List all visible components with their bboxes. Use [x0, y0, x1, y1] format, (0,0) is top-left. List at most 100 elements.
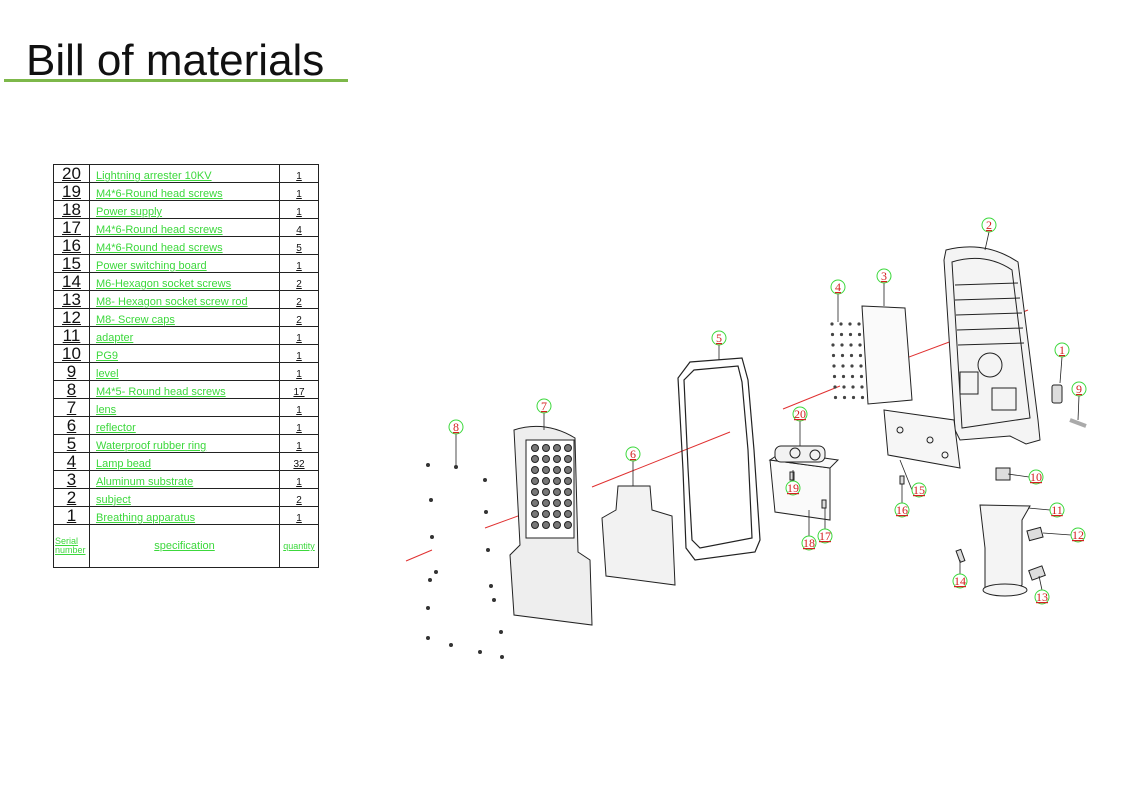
lens-cell: [553, 521, 561, 529]
callout-circle: [981, 217, 997, 233]
lens-cell: [564, 521, 572, 529]
lamp-bead: [832, 364, 836, 368]
lens-cell: [531, 477, 539, 485]
callout-1: 1: [1054, 342, 1070, 384]
lamp-bead: [851, 385, 855, 389]
lamp-bead: [841, 374, 846, 379]
lens-cell: [553, 444, 561, 452]
callout-number: 3: [881, 269, 887, 283]
lamp-bead: [851, 395, 856, 400]
callout-5: 5: [711, 330, 727, 360]
lamp-bead: [858, 353, 863, 358]
bom-serial-number: 18: [53, 200, 90, 219]
callout-7: 7: [536, 398, 552, 430]
lens-cell: [553, 477, 561, 485]
callout-number: 19: [787, 481, 799, 495]
part-level: [1069, 418, 1087, 428]
lens-cell: [531, 510, 539, 518]
part-reflector: [601, 485, 676, 586]
callout-circle: [536, 398, 552, 414]
callout-number: 20: [794, 407, 806, 421]
callout-number: 15: [913, 483, 925, 497]
callout-2: 2: [981, 217, 997, 251]
lens-cell: [542, 488, 550, 496]
lens-cell: [553, 510, 561, 518]
bom-specification: Power supply: [89, 200, 280, 219]
bom-serial-number: 5: [53, 434, 90, 453]
callout-number: 4: [835, 280, 841, 294]
lamp-bead: [842, 395, 847, 400]
lamp-bead: [848, 332, 853, 337]
screw: [449, 643, 453, 647]
callout-6: 6: [625, 446, 641, 486]
callout-3: 3: [876, 268, 892, 306]
lamp-bead: [841, 364, 845, 368]
lens-cell: [531, 521, 539, 529]
lens-cell: [564, 510, 572, 518]
bom-serial-number: 11: [53, 326, 90, 345]
callout-14: 14: [952, 560, 968, 589]
callout-number: 12: [1072, 528, 1084, 542]
part-lamp-beads: [830, 322, 865, 400]
callout-number: 6: [630, 447, 636, 461]
callout-4: 4: [830, 279, 846, 322]
lamp-bead: [859, 364, 863, 368]
callout-16: 16: [894, 484, 910, 518]
leader-line: [1027, 507, 1051, 511]
lens-cell: [542, 444, 550, 452]
small-parts: [789, 384, 1087, 581]
screw: [426, 463, 430, 467]
bom-specification: Lightning arrester 10KV: [89, 164, 280, 183]
lens-cell: [564, 455, 572, 463]
lens-cell: [553, 455, 561, 463]
screw: [500, 655, 504, 659]
bom-serial-number: 16: [53, 236, 90, 255]
callout-18: 18: [801, 510, 817, 551]
lens-cell: [531, 499, 539, 507]
lamp-bead: [858, 343, 862, 347]
lamp-bead: [831, 353, 836, 358]
lens-cell: [531, 455, 539, 463]
callout-circle: [1034, 589, 1050, 605]
callout-number: 18: [803, 536, 815, 550]
lens-cell: [542, 455, 550, 463]
lamp-bead: [857, 322, 861, 326]
lens-cell: [542, 521, 550, 529]
callout-circle: [1070, 527, 1086, 543]
part-screw-cap: [1026, 526, 1044, 542]
screw: [429, 498, 433, 502]
lamp-bead: [848, 322, 852, 326]
lens-cell: [531, 488, 539, 496]
screw: [483, 478, 487, 482]
lamp-bead: [840, 343, 844, 347]
bom-serial-number: 12: [53, 308, 90, 327]
bom-specification: reflector: [89, 416, 280, 435]
callout-17: 17: [817, 508, 833, 544]
part-adapter: [979, 504, 1031, 597]
callout-circle: [792, 406, 808, 422]
part-screw-17: [821, 499, 827, 509]
lamp-bead: [839, 322, 843, 326]
lamp-bead: [850, 364, 854, 368]
leader-line: [1059, 356, 1063, 384]
leader-line: [899, 459, 913, 491]
part-screws-m4x5: [426, 463, 504, 659]
callout-number: 7: [541, 399, 547, 413]
lamp-bead: [860, 385, 864, 389]
callout-circle: [1049, 502, 1065, 518]
leader-line: [1007, 473, 1030, 478]
lamp-bead: [831, 343, 835, 347]
screw: [486, 548, 490, 552]
part-aluminum-substrate: [861, 305, 913, 405]
screw: [492, 598, 496, 602]
bom-serial-number: 15: [53, 254, 90, 273]
part-lightning-arrester: [774, 445, 826, 463]
screw: [434, 570, 438, 574]
